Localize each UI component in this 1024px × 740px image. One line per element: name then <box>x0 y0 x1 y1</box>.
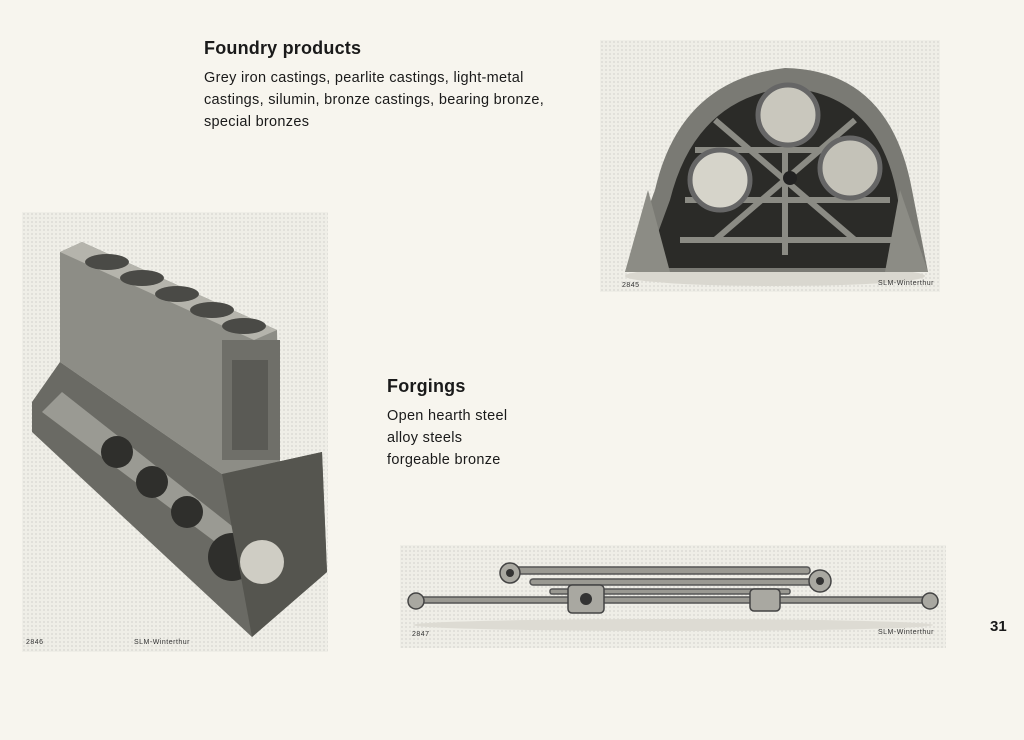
photo-credit: SLM-Winterthur <box>877 280 934 287</box>
forgings-heading: Forgings <box>387 376 466 396</box>
page-number: 31 <box>990 618 1007 635</box>
foundry-line: Grey iron castings, pearlite castings, l… <box>204 70 524 86</box>
photo-credit: SLM-Winterthur <box>877 629 934 636</box>
photo-credit: SLM-Winterthur <box>134 639 191 646</box>
photo-casting-frame: 2845 SLM-Winterthur <box>600 40 940 292</box>
photo-engine-block: 2846 SLM-Winterthur <box>22 212 328 652</box>
foundry-description: Grey iron castings, pearlite castings, l… <box>204 67 594 133</box>
foundry-line: special bronzes <box>204 114 310 130</box>
foundry-line: castings, silumin, bronze castings, bear… <box>204 92 545 108</box>
photo-number: 2846 <box>26 639 44 646</box>
engine-block-illustration <box>32 242 327 637</box>
forgings-line: forgeable bronze <box>387 452 501 468</box>
forgings-line: alloy steels <box>387 430 463 446</box>
foundry-section: Foundry products Grey iron castings, pea… <box>204 38 594 133</box>
forgings-description: Open hearth steel alloy steels forgeable… <box>387 405 627 471</box>
photo-forged-rods: 2847 SLM-Winterthur <box>400 545 946 648</box>
casting-frame-illustration <box>625 68 928 286</box>
photo-number: 2845 <box>622 282 640 289</box>
forgings-line: Open hearth steel <box>387 408 508 424</box>
forgings-section: Forgings Open hearth steel alloy steels … <box>387 376 627 471</box>
photo-number: 2847 <box>412 631 430 638</box>
foundry-heading: Foundry products <box>204 38 362 58</box>
forged-rods-illustration <box>407 562 939 631</box>
